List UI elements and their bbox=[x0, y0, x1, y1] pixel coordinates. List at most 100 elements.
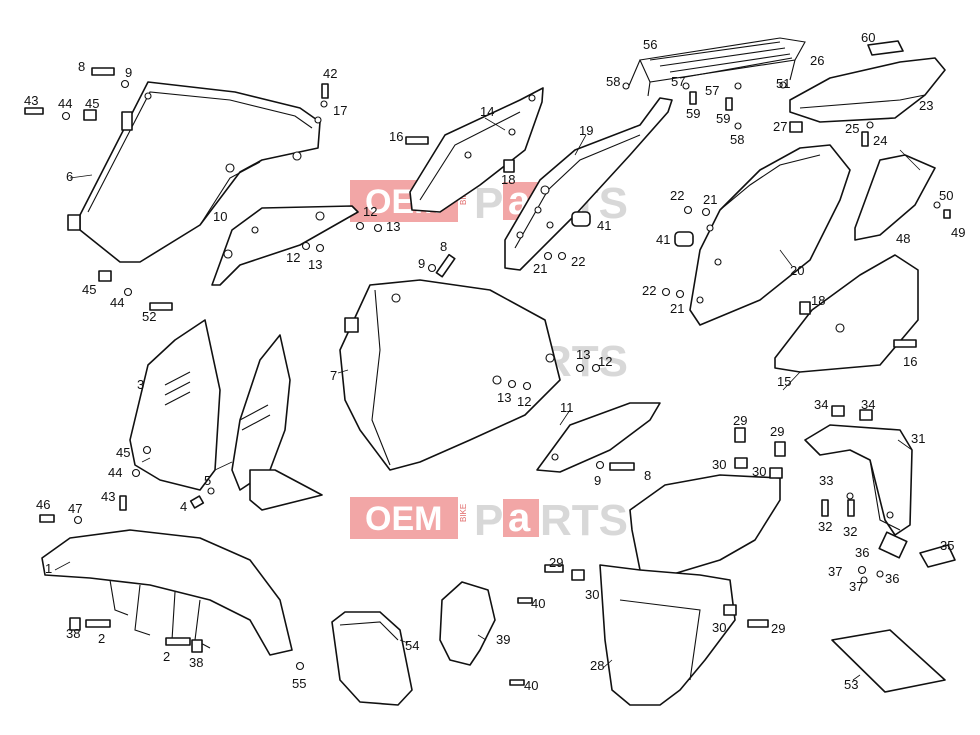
label-26: 26 bbox=[810, 53, 824, 68]
label-13a: 13 bbox=[386, 219, 400, 234]
label-49: 49 bbox=[951, 225, 965, 240]
part-31-plate-holder bbox=[804, 424, 913, 536]
label-29c: 29 bbox=[549, 555, 563, 570]
label-35: 35 bbox=[940, 538, 954, 553]
label-18b: 18 bbox=[811, 293, 825, 308]
label-55: 55 bbox=[292, 676, 306, 691]
label-21a: 21 bbox=[533, 261, 547, 276]
label-13d: 13 bbox=[576, 347, 590, 362]
label-57b: 57 bbox=[705, 83, 719, 98]
label-45a: 45 bbox=[85, 96, 99, 111]
label-43a: 43 bbox=[24, 93, 38, 108]
label-20: 20 bbox=[790, 263, 804, 278]
label-8b: 8 bbox=[440, 239, 447, 254]
label-22a: 22 bbox=[571, 254, 585, 269]
label-21b: 21 bbox=[703, 192, 717, 207]
hardware-fasteners bbox=[24, 67, 951, 686]
label-44c: 44 bbox=[108, 465, 122, 480]
label-41b: 41 bbox=[656, 232, 670, 247]
part-23-seat bbox=[789, 57, 946, 123]
label-54: 54 bbox=[405, 638, 419, 653]
label-43b: 43 bbox=[101, 489, 115, 504]
label-28: 28 bbox=[590, 658, 604, 673]
label-34a: 34 bbox=[814, 397, 828, 412]
label-5: 5 bbox=[204, 473, 211, 488]
label-46: 46 bbox=[36, 497, 50, 512]
label-7: 7 bbox=[330, 368, 337, 383]
label-56: 56 bbox=[643, 37, 657, 52]
watermark-bottom: OEM BIKE P a RTS bbox=[350, 496, 628, 545]
label-36b: 36 bbox=[885, 571, 899, 586]
label-38a: 38 bbox=[66, 626, 80, 641]
part-53-sticker bbox=[831, 629, 946, 693]
part-28-rear-mudguard bbox=[599, 474, 781, 706]
label-58b: 58 bbox=[730, 132, 744, 147]
label-40a: 40 bbox=[531, 596, 545, 611]
part-54-lens bbox=[331, 611, 413, 706]
part-6-headlight-fairing bbox=[67, 81, 322, 263]
label-12a: 12 bbox=[363, 204, 377, 219]
label-30a: 30 bbox=[712, 457, 726, 472]
label-16a: 16 bbox=[389, 129, 403, 144]
label-24: 24 bbox=[873, 133, 887, 148]
label-12c: 12 bbox=[517, 394, 531, 409]
label-44a: 44 bbox=[58, 96, 72, 111]
label-27: 27 bbox=[773, 119, 787, 134]
part-20-rear-side-panel bbox=[689, 144, 851, 326]
label-48: 48 bbox=[896, 231, 910, 246]
label-9a: 9 bbox=[125, 65, 132, 80]
label-21c: 21 bbox=[670, 301, 684, 316]
label-60: 60 bbox=[861, 30, 875, 45]
label-12d: 12 bbox=[598, 354, 612, 369]
part-39-guard bbox=[439, 581, 496, 666]
label-3: 3 bbox=[137, 377, 144, 392]
label-32a: 32 bbox=[818, 519, 832, 534]
label-44b: 44 bbox=[110, 295, 124, 310]
watermark-oem-text: OEM bbox=[365, 500, 442, 538]
label-19: 19 bbox=[579, 123, 593, 138]
label-42: 42 bbox=[323, 66, 337, 81]
watermark-bike-text: BIKE bbox=[459, 504, 468, 522]
label-29a: 29 bbox=[733, 413, 747, 428]
watermark-a-text: a bbox=[508, 496, 531, 540]
label-29d: 29 bbox=[771, 621, 785, 636]
label-25: 25 bbox=[845, 121, 859, 136]
label-52: 52 bbox=[142, 309, 156, 324]
label-37a: 37 bbox=[828, 564, 842, 579]
label-57a: 57 bbox=[671, 74, 685, 89]
label-50: 50 bbox=[939, 188, 953, 203]
label-51: 51 bbox=[776, 76, 790, 91]
label-16b: 16 bbox=[903, 354, 917, 369]
label-6: 6 bbox=[66, 169, 73, 184]
part-48-bracket bbox=[854, 154, 936, 241]
callout-labels: 1 2 2 3 4 5 6 7 8 8 8 9 9 9 10 11 12 12 … bbox=[24, 30, 965, 693]
label-30b: 30 bbox=[752, 464, 766, 479]
part-1-front-mudguard bbox=[41, 529, 293, 656]
label-32b: 32 bbox=[843, 524, 857, 539]
label-38b: 38 bbox=[189, 655, 203, 670]
label-45b: 45 bbox=[82, 282, 96, 297]
label-45c: 45 bbox=[116, 445, 130, 460]
part-14-side-panel bbox=[409, 87, 544, 213]
label-41a: 41 bbox=[597, 218, 611, 233]
leader-lines bbox=[54, 117, 921, 681]
label-2b: 2 bbox=[163, 649, 170, 664]
label-23: 23 bbox=[919, 98, 933, 113]
label-31: 31 bbox=[911, 431, 925, 446]
part-19-frame-cover bbox=[504, 97, 673, 271]
part-35-reflector bbox=[919, 544, 956, 568]
label-22c: 22 bbox=[642, 283, 656, 298]
label-59a: 59 bbox=[686, 106, 700, 121]
label-47: 47 bbox=[68, 501, 82, 516]
part-10-side-panel bbox=[211, 205, 359, 286]
label-37b: 37 bbox=[849, 579, 863, 594]
label-12b: 12 bbox=[286, 250, 300, 265]
part-7-tank-cover bbox=[339, 279, 561, 471]
part-11-small-panel bbox=[536, 402, 661, 473]
label-8a: 8 bbox=[78, 59, 85, 74]
part-3-front-panels bbox=[129, 319, 323, 511]
label-13c: 13 bbox=[497, 390, 511, 405]
label-33: 33 bbox=[819, 473, 833, 488]
label-53: 53 bbox=[844, 677, 858, 692]
